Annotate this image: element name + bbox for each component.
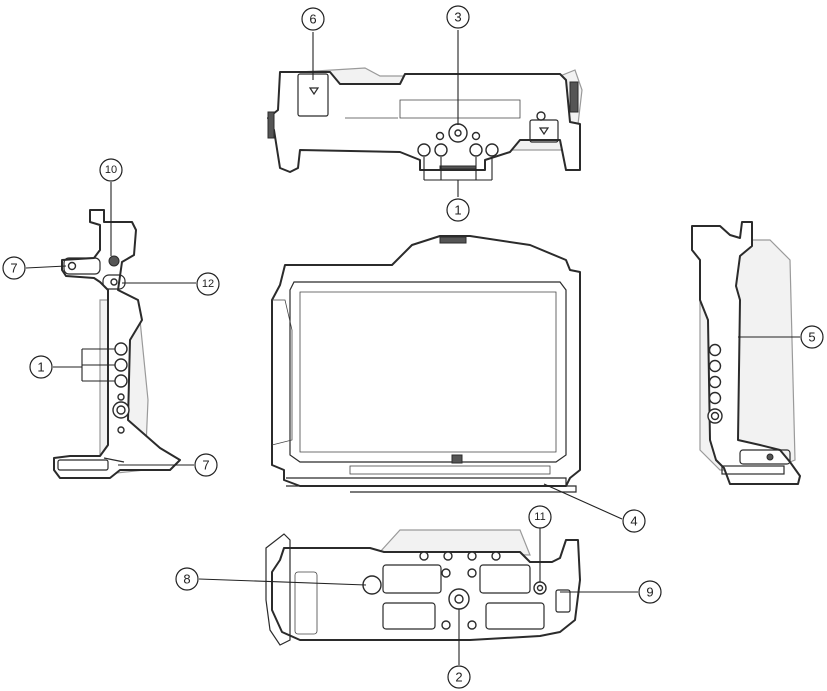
- callout-6-label: 6: [309, 12, 316, 27]
- callout-9-label: 9: [646, 585, 653, 600]
- callout-1-top: 1: [446, 198, 470, 222]
- callout-12-label: 12: [202, 278, 214, 290]
- callout-2: 2: [447, 665, 471, 689]
- callouts: 6 3 1 10 7 12 1 7: [2, 5, 824, 689]
- front-view: [271, 235, 581, 493]
- top-view: [267, 67, 583, 173]
- callout-10-label: 10: [105, 164, 117, 176]
- callout-2-label: 2: [455, 670, 462, 685]
- callout-12: 12: [196, 272, 220, 296]
- callout-1-left: 1: [29, 355, 53, 379]
- callout-7-bottom: 7: [194, 453, 218, 477]
- callout-7-top-label: 7: [10, 261, 17, 276]
- callout-7-top: 7: [2, 256, 26, 280]
- callout-11-label: 11: [534, 511, 545, 523]
- callout-9: 9: [638, 580, 662, 604]
- callout-1-left-label: 1: [37, 360, 44, 375]
- callout-7-bottom-label: 7: [202, 458, 209, 473]
- callout-3: 3: [446, 5, 470, 29]
- callout-10: 10: [99, 158, 123, 182]
- callout-5-label: 5: [808, 330, 815, 345]
- callout-11: 11: [528, 505, 552, 529]
- callout-8: 8: [175, 567, 199, 591]
- right-side-view: [691, 221, 801, 485]
- callout-8-label: 8: [183, 572, 190, 587]
- leader-lines: [25, 30, 800, 665]
- callout-6: 6: [301, 7, 325, 31]
- callout-4-label: 4: [630, 514, 637, 529]
- left-side-view: [53, 209, 181, 479]
- callout-5: 5: [800, 325, 824, 349]
- callout-3-label: 3: [454, 10, 461, 25]
- callout-1-top-label: 1: [454, 203, 461, 218]
- bottom-view: [265, 529, 581, 646]
- callout-4: 4: [622, 509, 646, 533]
